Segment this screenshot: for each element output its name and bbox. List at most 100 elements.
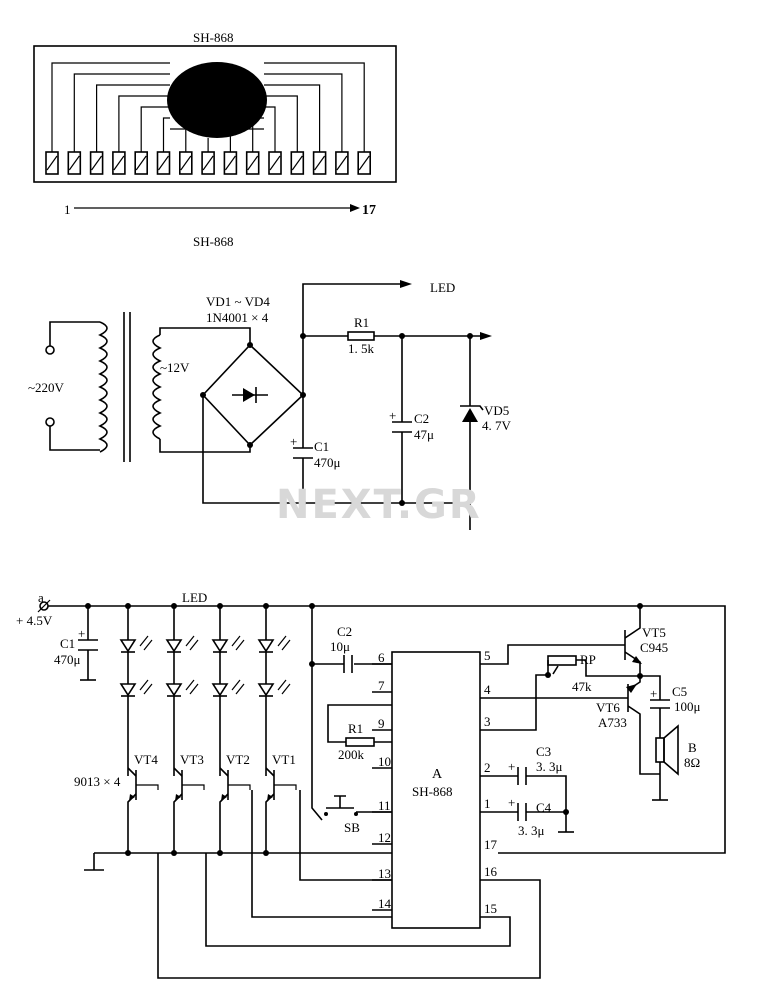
package-pin-hatch xyxy=(46,155,58,171)
vt6-part: A733 xyxy=(598,715,627,730)
package-lead xyxy=(73,73,170,152)
package-pin-hatch xyxy=(314,155,326,171)
transistor-emitter xyxy=(173,793,183,853)
led-light-rays xyxy=(231,679,245,695)
main-c1-plus: + xyxy=(78,626,85,641)
ic-pin-right: 4 xyxy=(484,682,491,697)
speaker-cone xyxy=(663,724,679,776)
transistor-base-lead xyxy=(228,784,251,790)
main-r1-value: 200k xyxy=(338,747,365,762)
mains-terminal-top xyxy=(45,345,55,355)
led-diode xyxy=(119,683,137,697)
c5-plus: + xyxy=(650,686,657,701)
vd5-zener-bar xyxy=(460,405,484,411)
led-light-rays xyxy=(139,635,153,651)
ic-pin-right: 1 xyxy=(484,796,491,811)
vt3-label: VT3 xyxy=(180,752,204,767)
c3-value: 3. 3μ xyxy=(536,759,563,774)
vt4-base-wire xyxy=(157,853,541,979)
c1-value: 470μ xyxy=(314,455,341,470)
c2-value: 47μ xyxy=(414,427,434,442)
package-pin xyxy=(156,151,171,175)
led-light-rays xyxy=(231,635,245,651)
bridge-node-top xyxy=(247,342,253,348)
c5-value: 100μ xyxy=(674,699,701,714)
c1-label: C1 xyxy=(314,439,329,454)
transistor-base-lead xyxy=(274,784,297,790)
vt1-base-wire xyxy=(299,790,392,881)
ic-pin-right: 15 xyxy=(484,901,497,916)
package-pin xyxy=(290,151,305,175)
rp-wiper-wire xyxy=(480,674,548,731)
main-r1-leads xyxy=(327,704,392,743)
package-pin-hatch xyxy=(68,155,80,171)
vt2-base-wire xyxy=(251,790,392,918)
package-pin xyxy=(179,151,193,175)
package-title-bottom: SH-868 xyxy=(193,234,233,249)
package-outline xyxy=(33,45,397,183)
ic-pin-right: 16 xyxy=(484,864,498,879)
led-diode xyxy=(211,639,229,653)
vd5-label: VD5 xyxy=(484,403,509,418)
ic-pin-left: 7 xyxy=(378,678,385,693)
package-lead xyxy=(264,73,343,152)
c3-leads xyxy=(480,775,567,812)
package-pin-hatch xyxy=(180,155,192,171)
package-pin-hatch xyxy=(135,155,147,171)
package-pin-hatch xyxy=(358,155,370,171)
led-feed-line xyxy=(302,283,400,395)
main-r1-label: R1 xyxy=(348,721,363,736)
transistor-arrow xyxy=(175,794,181,801)
led-diode xyxy=(211,683,229,697)
ic-pin-right: 5 xyxy=(484,648,491,663)
supply-label: + 4.5V xyxy=(16,613,53,628)
vt4-label: VT4 xyxy=(134,752,158,767)
vt5-arrow xyxy=(632,656,642,664)
r1-label: R1 xyxy=(354,315,369,330)
c4-value: 3. 3μ xyxy=(518,823,545,838)
transistor-collector xyxy=(219,767,229,777)
main-c1-value: 470μ xyxy=(54,652,81,667)
ic-blob xyxy=(167,62,267,138)
sb-switch xyxy=(326,795,354,809)
r1-resistor xyxy=(347,331,375,341)
package-lead xyxy=(264,95,298,152)
node-a-label: a xyxy=(38,590,44,605)
led-diode xyxy=(257,639,275,653)
pin-first-label: 1 xyxy=(64,202,71,217)
speaker-body xyxy=(655,737,665,763)
mains-label: ~220V xyxy=(28,380,65,395)
ic-pin-left: 10 xyxy=(378,754,391,769)
sb-leads xyxy=(311,664,392,821)
led-columns xyxy=(119,603,297,856)
ic-pin-left: 9 xyxy=(378,716,385,731)
package-pin-hatch xyxy=(91,155,103,171)
speaker-label: B xyxy=(688,740,697,755)
main-c1-label: C1 xyxy=(60,636,75,651)
ic-pin-right: 3 xyxy=(484,714,491,729)
led-light-rays xyxy=(185,635,199,651)
bridge-diode-symbol xyxy=(243,388,255,402)
c2-label: C2 xyxy=(414,411,429,426)
vt5-base-wire xyxy=(480,644,625,665)
package-pin-hatch xyxy=(336,155,348,171)
rp-resistor xyxy=(547,655,577,666)
package-pin xyxy=(67,151,82,175)
c2-plus: + xyxy=(389,408,396,423)
sb-contact-1 xyxy=(324,812,328,816)
sh868-package: SH-868 1 17 SH-868 xyxy=(33,30,397,249)
vt6-collector xyxy=(627,705,660,775)
ic-pin-right: 2 xyxy=(484,760,491,775)
c3-label: C3 xyxy=(536,744,551,759)
c5-label: C5 xyxy=(672,684,687,699)
pin-arrow-head xyxy=(350,204,360,212)
transistor-collector xyxy=(127,767,137,777)
vt6-label: VT6 xyxy=(596,700,620,715)
transformer-secondary xyxy=(152,334,162,440)
watermark: NEXT.GR xyxy=(276,482,482,528)
vt6-arrow xyxy=(626,684,637,693)
ic-pin-right: 17 xyxy=(484,837,498,852)
ic-name-label: SH-868 xyxy=(412,784,452,799)
